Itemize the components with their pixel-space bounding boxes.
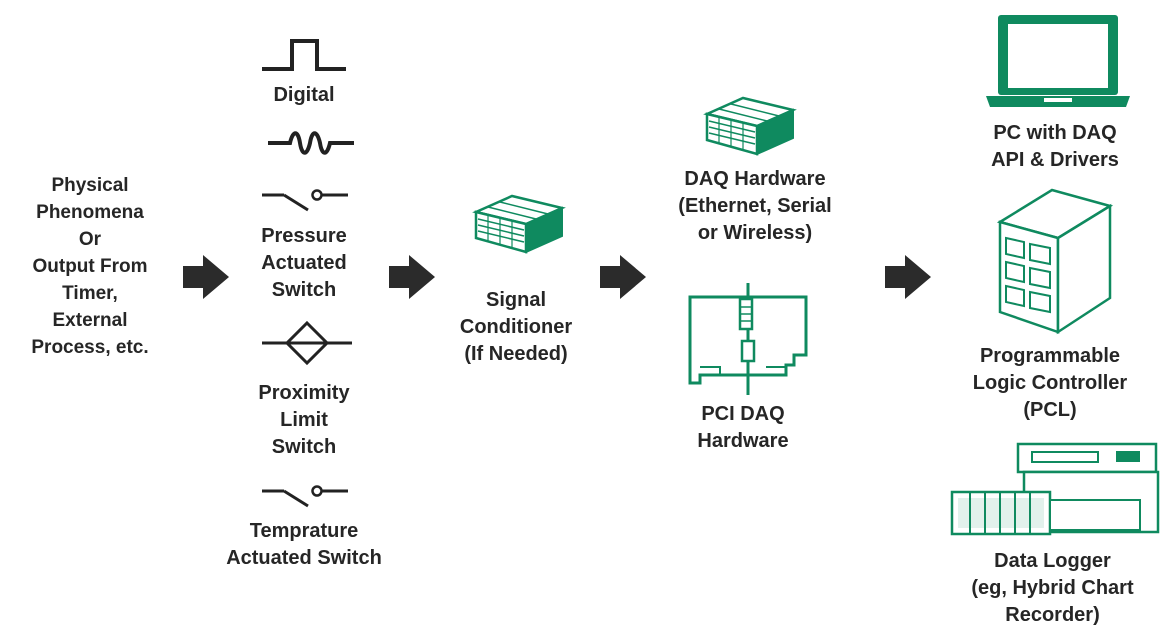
chart-recorder-icon: [950, 440, 1160, 540]
switch-icon: [262, 482, 348, 510]
pci-daq-label: PCI DAQ Hardware: [697, 403, 789, 452]
daq-network-label: DAQ Hardware (Ethernet, Serial or Wirele…: [678, 168, 832, 244]
diamond-sensor-icon: [262, 320, 352, 366]
data-logger-label: Data Logger (eg, Hybrid Chart Recorder): [971, 550, 1134, 626]
laptop-icon: [986, 12, 1130, 110]
module-box-icon: [472, 192, 566, 258]
module-box-icon: [703, 94, 797, 160]
pc-daq-label: PC with DAQ API & Drivers: [991, 122, 1119, 171]
sensor-proximity-label: Proximity Limit Switch: [258, 382, 350, 458]
sensor-temperature-label: Temprature Actuated Switch: [226, 520, 382, 569]
arrow-right-icon: [183, 255, 229, 299]
plc-cabinet-icon: [996, 186, 1114, 336]
pci-card-icon: [688, 283, 810, 395]
sensor-pressure-label: Pressure Actuated Switch: [261, 225, 347, 301]
sine-wave-icon: [268, 128, 354, 158]
arrow-right-icon: [885, 255, 931, 299]
switch-icon: [262, 186, 348, 214]
square-pulse-icon: [262, 38, 346, 72]
source-label: Physical Phenomena Or Output From Timer,…: [31, 175, 149, 358]
plc-label: Programmable Logic Controller (PCL): [972, 345, 1128, 421]
arrow-right-icon: [600, 255, 646, 299]
arrow-right-icon: [389, 255, 435, 299]
signal-conditioner-label: Signal Conditioner (If Needed): [459, 289, 573, 365]
sensor-digital-label: Digital: [273, 84, 335, 106]
